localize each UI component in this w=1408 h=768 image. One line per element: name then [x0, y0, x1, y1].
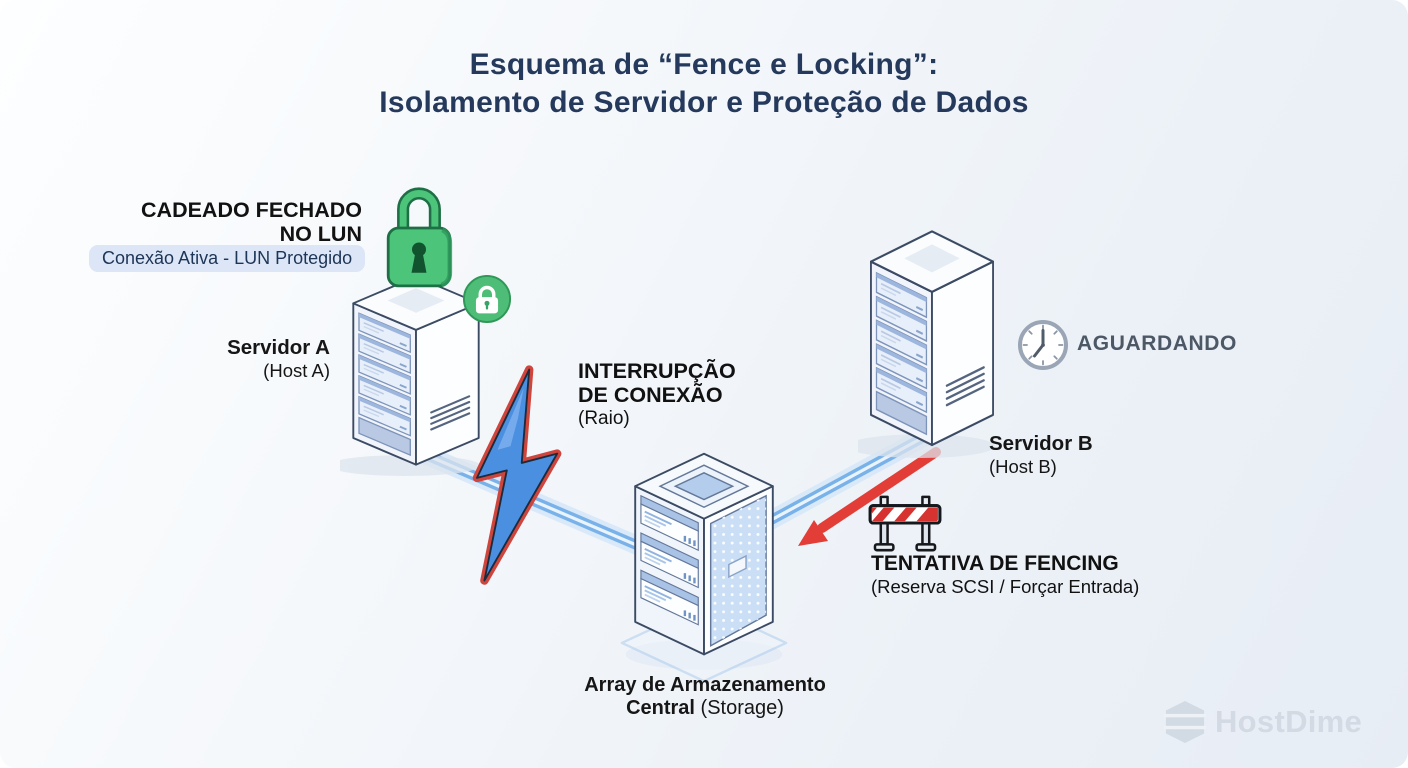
storage-label-line-2: Central (Storage)	[519, 697, 891, 720]
fencing-attempt-arrow	[798, 447, 941, 546]
server-b-illustration	[858, 230, 995, 458]
barrier-icon	[868, 495, 942, 552]
server-a-name: Servidor A	[227, 336, 330, 359]
status-badge: Conexão Ativa - LUN Protegido	[89, 245, 366, 272]
server-a-host: (Host A)	[263, 360, 330, 381]
server-a-illustration	[340, 275, 481, 476]
server-a-label: Servidor A (Host A)	[150, 336, 330, 381]
storage-label-storage: (Storage)	[700, 697, 784, 719]
diagram-title: Esquema de “Fence e Locking”: Isolamento…	[0, 46, 1408, 122]
server-b-host: (Host B)	[989, 456, 1057, 477]
storage-array-illustration	[620, 452, 788, 683]
closed-padlock-icon	[386, 187, 453, 288]
interruption-line-1: INTERRUPÇÃO	[578, 359, 736, 383]
title-line-1: Esquema de “Fence e Locking”:	[469, 48, 939, 81]
title-line-2: Isolamento de Servidor e Proteção de Dad…	[379, 86, 1029, 119]
lock-heading-line-2: NO LUN	[279, 222, 362, 246]
lock-callout-heading: CADEADO FECHADO NO LUN	[60, 198, 362, 246]
hostdime-logo-icon	[1164, 701, 1206, 743]
lightning-bolt-icon	[472, 365, 562, 585]
fencing-title: TENTATIVA DE FENCING	[871, 552, 1119, 575]
clock-icon	[1018, 320, 1068, 370]
brand-watermark: HostDime	[1164, 700, 1362, 744]
vent-slats	[945, 366, 985, 407]
interruption-callout: INTERRUPÇÃO DE CONEXÃO (Raio)	[578, 359, 736, 430]
lock-heading-line-1: CADEADO FECHADO	[141, 198, 362, 222]
vent-slats	[430, 395, 471, 431]
waiting-label: AGUARDANDO	[1077, 332, 1237, 355]
interruption-line-2: DE CONEXÃO	[578, 383, 723, 407]
storage-label-central: Central	[626, 697, 695, 719]
server-b-label: Servidor B (Host B)	[989, 432, 1093, 477]
fencing-subtitle: (Reserva SCSI / Forçar Entrada)	[871, 576, 1140, 597]
storage-label: Array de Armazenamento Central (Storage)	[519, 674, 891, 720]
storage-label-line-1: Array de Armazenamento	[584, 674, 826, 696]
interruption-subtitle: (Raio)	[578, 408, 630, 429]
brand-name: HostDime	[1215, 704, 1363, 739]
fencing-callout: TENTATIVA DE FENCING (Reserva SCSI / For…	[871, 551, 1139, 598]
lock-badge-icon	[462, 274, 512, 324]
server-b-name: Servidor B	[989, 432, 1093, 455]
